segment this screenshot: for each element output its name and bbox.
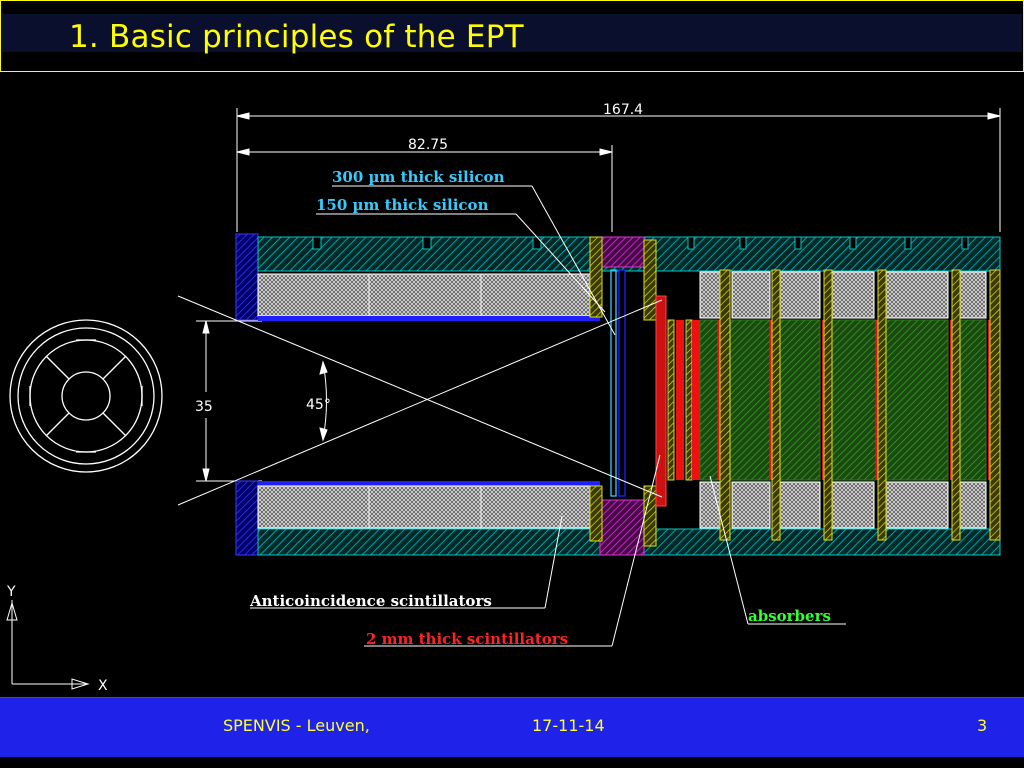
dim-aperture: 35	[195, 399, 213, 415]
footer-bottom-strip	[0, 757, 1024, 768]
dim-total-length: 167.4	[603, 102, 643, 118]
axis-indicator	[6, 600, 90, 690]
field-of-view-lines	[177, 295, 663, 506]
footer-page-number: 3	[977, 716, 988, 735]
dim-partial-length: 82.75	[408, 137, 448, 153]
end-view-ring	[9, 319, 163, 473]
instrument-top-half	[235, 233, 1001, 321]
axis-x-label: X	[98, 678, 108, 694]
footer-date: 17-11-14	[532, 716, 605, 735]
footer-bar: SPENVIS - Leuven, 17-11-14 3	[0, 697, 1024, 758]
slide-title: 1. Basic principles of the EPT	[69, 19, 524, 55]
ept-cross-section-diagram: 167.4 82.75 35	[6, 102, 1001, 694]
label-2mm-scintillators: 2 mm thick scintillators	[366, 630, 568, 648]
instrument-bottom-half	[235, 480, 1001, 556]
axis-y-label: Y	[6, 584, 16, 600]
label-absorbers: absorbers	[748, 607, 831, 625]
leader-lines	[250, 185, 846, 647]
title-bar: 1. Basic principles of the EPT	[0, 0, 1024, 72]
silicon-detectors	[610, 269, 626, 497]
dimension-lines	[196, 108, 1001, 482]
scintillator-absorber-stack	[655, 269, 1001, 541]
footer-org: SPENVIS - Leuven,	[223, 716, 370, 735]
label-300um-silicon: 300 µm thick silicon	[332, 168, 505, 186]
title-band	[2, 14, 1022, 52]
label-150um-silicon: 150 µm thick silicon	[316, 196, 489, 214]
dim-angle: 45°	[306, 397, 331, 413]
label-anticoincidence: Anticoincidence scintillators	[249, 592, 492, 610]
